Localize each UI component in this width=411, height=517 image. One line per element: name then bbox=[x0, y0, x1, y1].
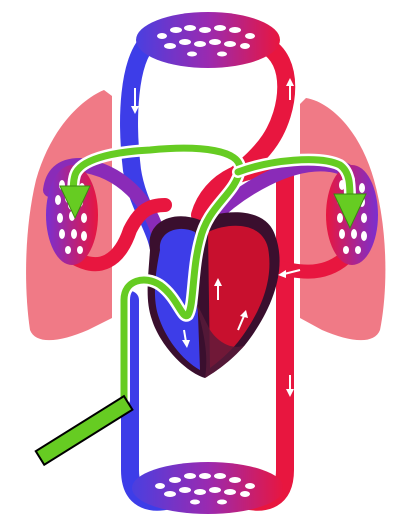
top-capillary-bed bbox=[136, 12, 280, 68]
catheter-insertion-tube bbox=[36, 396, 133, 465]
bottom-capillary-bed bbox=[132, 462, 284, 514]
